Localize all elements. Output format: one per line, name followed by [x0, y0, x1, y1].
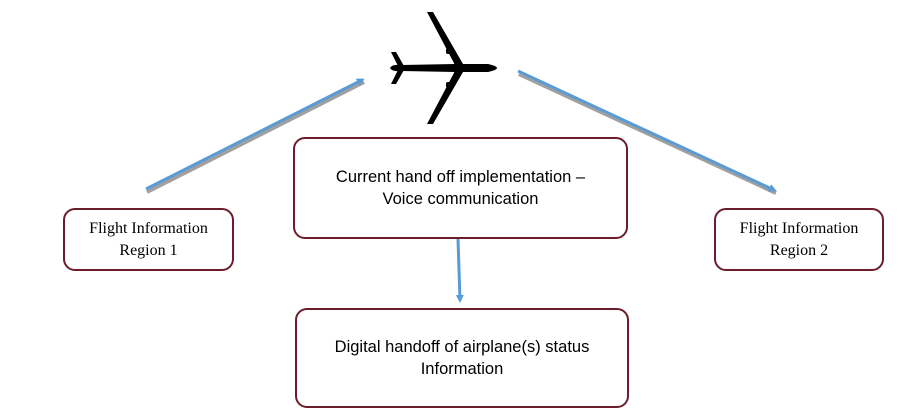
fir2-label-line2: Region 2 — [769, 241, 829, 259]
digital-handoff-line1: Digital handoff of airplane(s) status — [334, 338, 590, 356]
fir2-label-line1: Flight Information — [739, 219, 859, 237]
current-handoff-box: Current hand off implementation – Voice … — [293, 137, 628, 239]
digital-handoff-box: Digital handoff of airplane(s) status In… — [295, 308, 629, 408]
arrow-current-to-digital — [455, 238, 464, 303]
airplane-icon — [390, 12, 497, 124]
fir1-label-line1: Flight Information — [89, 219, 208, 237]
arrow-fir1-to-airplane — [145, 78, 365, 194]
fir1-box: Flight Information Region 1 — [63, 208, 234, 271]
current-handoff-line1: Current hand off implementation – — [335, 168, 586, 186]
digital-handoff-line2: Information — [420, 360, 504, 378]
current-handoff-line2: Voice communication — [382, 190, 539, 208]
fir1-label-line2: Region 1 — [119, 241, 178, 259]
arrow-airplane-to-fir2 — [517, 69, 777, 195]
fir2-box: Flight Information Region 2 — [714, 208, 884, 271]
